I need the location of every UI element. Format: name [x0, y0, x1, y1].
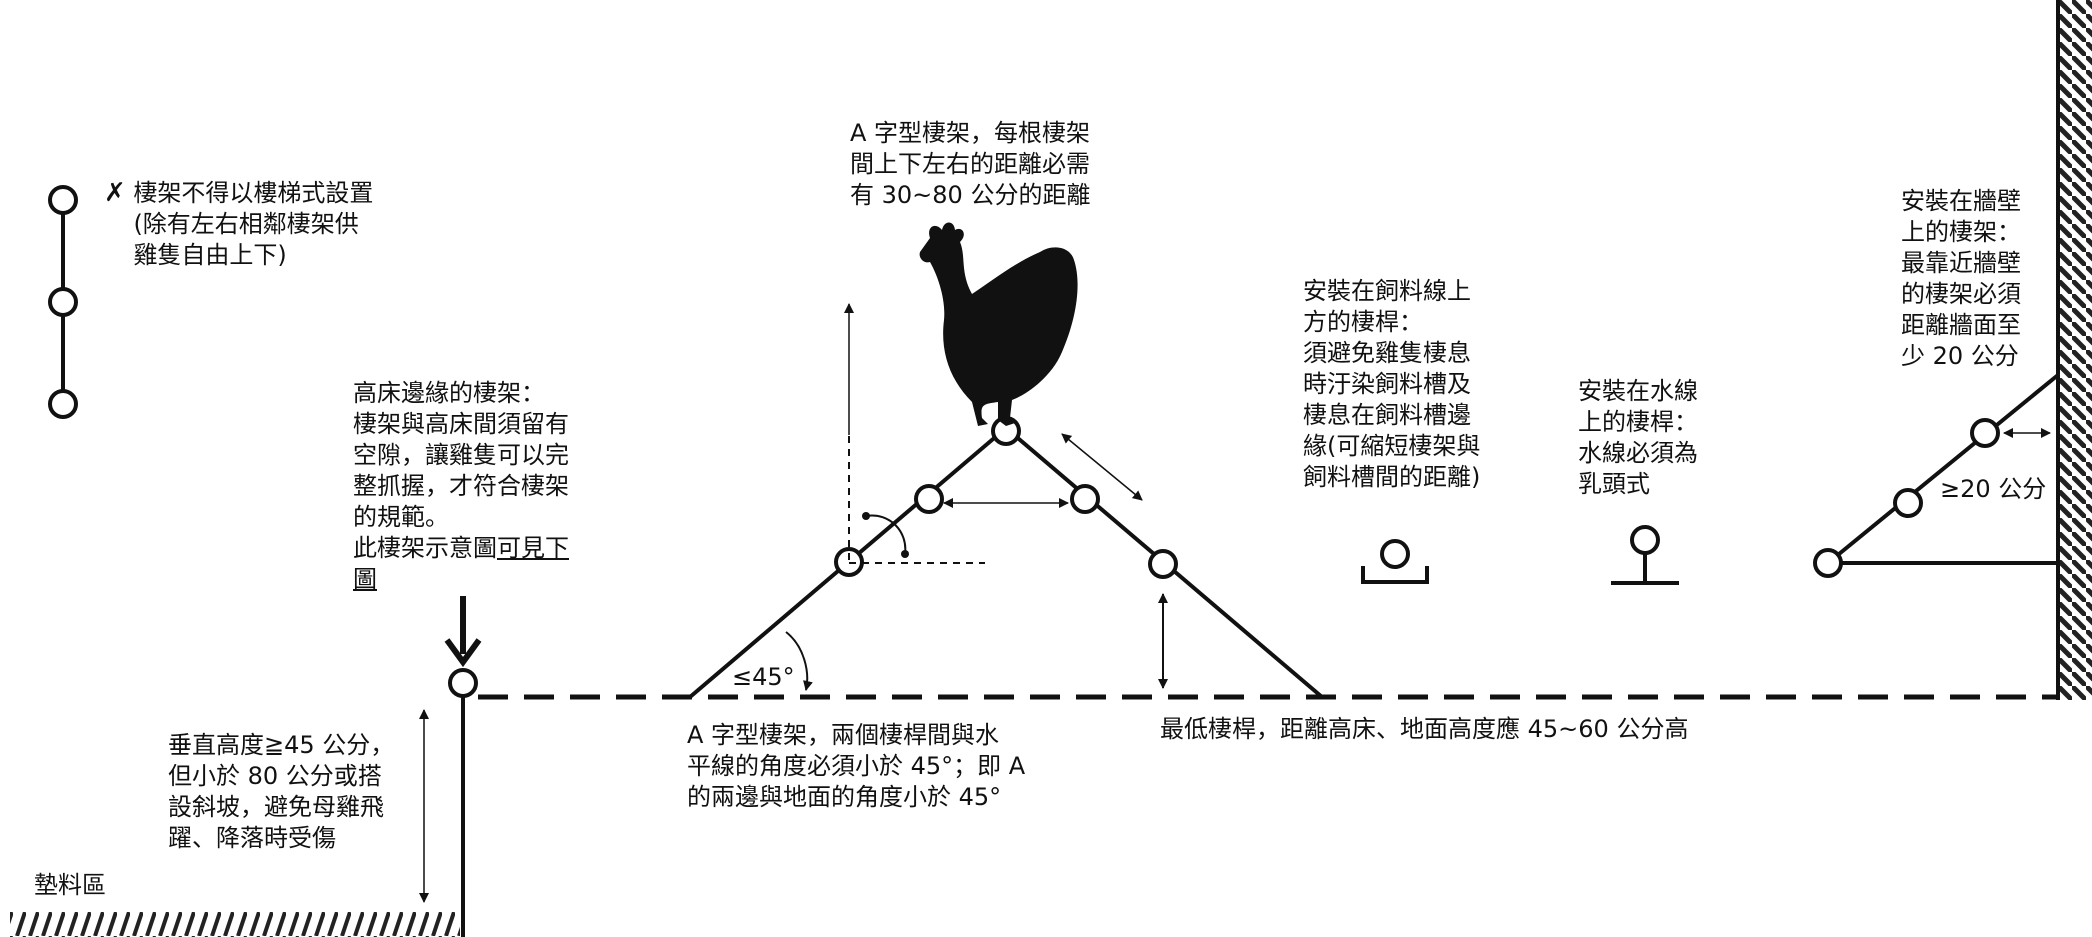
- wall-note: 安裝在牆壁 上的棲架： 最靠近牆壁 的棲架必須 距離牆面至 少 20 公分: [1901, 187, 2021, 370]
- edge-perch: [448, 668, 478, 937]
- x-mark: ✗: [104, 178, 126, 208]
- wall-distance-label: ≥20 公分: [1940, 475, 2047, 503]
- edge-perch-note: 高床邊緣的棲架： 棲架與高床間須留有 空隙，讓雞隻可以完 整抓握，才符合棲架 的…: [353, 378, 603, 595]
- feeder-note: 安裝在飼料線上 方的棲桿： 須避免雞隻棲息 時汙染飼料槽及 棲息在飼料槽邊 緣(…: [1303, 277, 1481, 491]
- ladder-note-text: 棲架不得以樓梯式設置 (除有左右相鄰棲架供 雞隻自由上下): [133, 179, 374, 269]
- wall: [2056, 0, 2092, 700]
- diagonal-spacing-arrow: [1061, 433, 1143, 501]
- ladder-perch-icon: [48, 185, 78, 419]
- down-arrow-icon: [444, 596, 482, 668]
- ladder-note: ✗ 棲架不得以樓梯式設置 (除有左右相鄰棲架供 雞隻自由上下): [104, 178, 373, 271]
- see-below-link[interactable]: 可見下 圖: [353, 534, 569, 593]
- litter-floor: [10, 912, 460, 937]
- water-line-perch-icon: [1611, 525, 1679, 585]
- litter-label: 墊料區: [34, 871, 106, 899]
- chicken-icon: [919, 222, 1078, 426]
- angle-arc-small: [862, 512, 909, 558]
- feeder-perch-icon: [1361, 539, 1429, 584]
- a-frame-top-note: A 字型棲架，每根棲架 間上下左右的距離必需 有 30~80 公分的距離: [850, 119, 1091, 209]
- angle-note: A 字型棲架，兩個棲桿間與水 平線的角度必須小於 45°；即 A 的兩邊與地面的…: [687, 721, 1026, 811]
- wall-perch: [1813, 373, 2060, 578]
- a-frame-perch: [688, 416, 1324, 699]
- angle-arc-45: [785, 631, 813, 691]
- water-note: 安裝在水線 上的棲桿： 水線必須為 乳頭式: [1578, 377, 1698, 498]
- edge-perch-note-text: 高床邊緣的棲架： 棲架與高床間須留有 空隙，讓雞隻可以完 整抓握，才符合棲架 的…: [353, 379, 569, 562]
- angle-label: ≤45°: [732, 663, 795, 691]
- lowest-perch-note: 最低棲桿，距離高床、地面高度應 45~60 公分高: [1160, 715, 1689, 743]
- vertical-height-note: 垂直高度≧45 公分， 但小於 80 公分或搭 設斜坡，避免母雞飛 躍、降落時受…: [168, 731, 395, 852]
